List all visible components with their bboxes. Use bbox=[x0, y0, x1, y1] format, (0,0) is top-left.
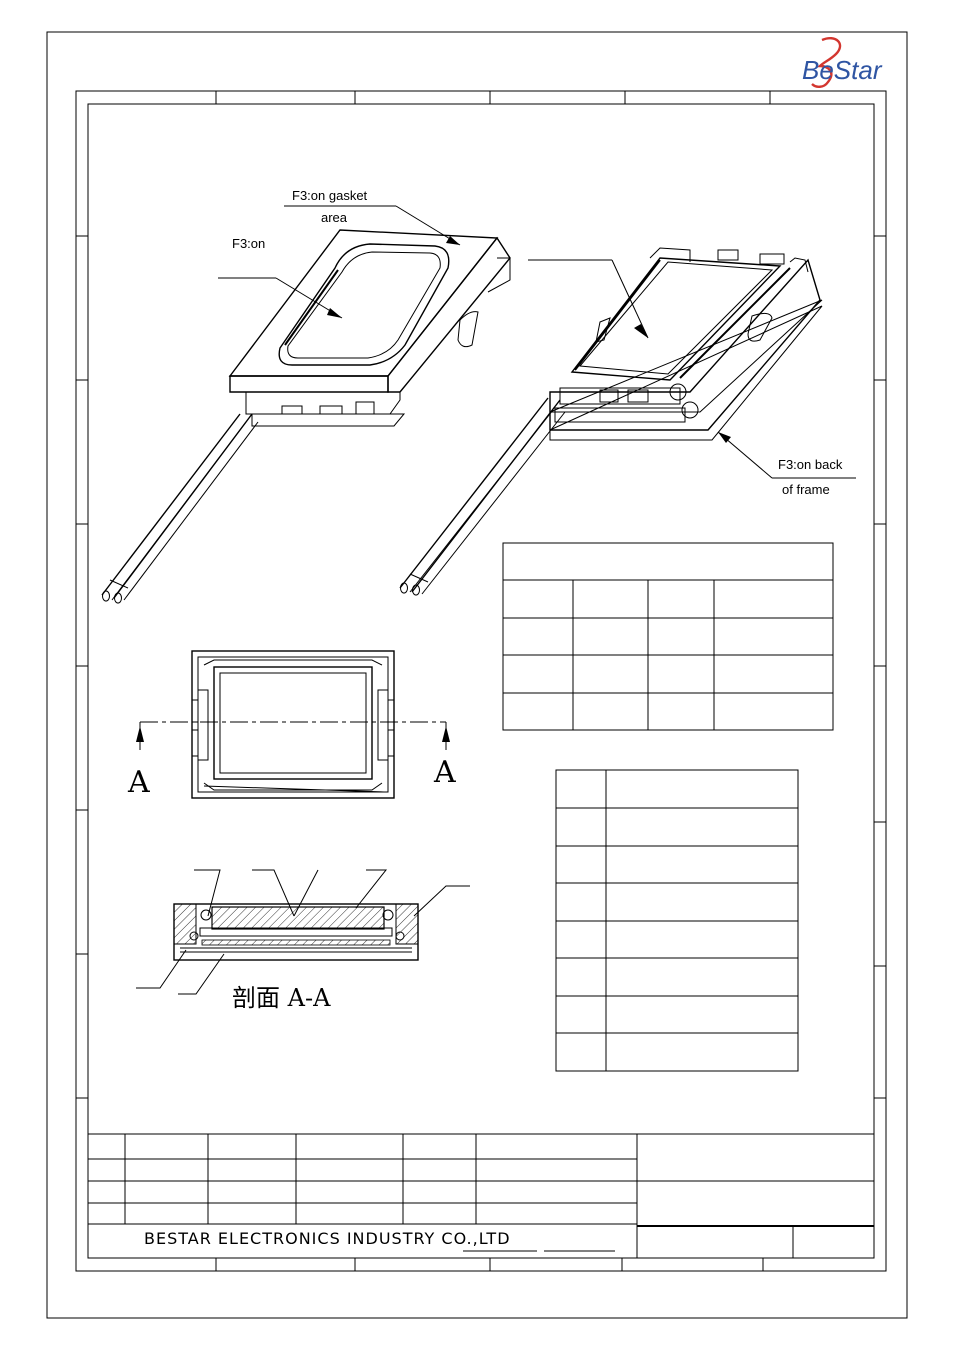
section-marker-right: A bbox=[433, 755, 456, 790]
cross-section-view: 剖面 A-A bbox=[136, 869, 470, 1012]
section-caption: 剖面 A-A bbox=[232, 984, 331, 1012]
spec-table bbox=[502, 542, 834, 731]
callout-gasket-line1: F3:on gasket bbox=[292, 188, 368, 203]
callout-on-label: F3:on bbox=[232, 236, 265, 251]
callout-f3-gasket: F3:on gasket area bbox=[284, 188, 461, 246]
bestar-logo: BeStar bbox=[802, 37, 883, 88]
sheet-border bbox=[46, 31, 908, 1319]
callout-back-line2: of frame bbox=[782, 482, 830, 497]
logo-text: BeStar bbox=[802, 55, 883, 85]
left-isometric-view bbox=[101, 229, 511, 604]
title-block: BESTAR ELECTRONICS INDUSTRY CO.,LTD bbox=[87, 1133, 875, 1259]
callout-gasket-line2: area bbox=[321, 210, 348, 225]
callout-f3-back: F3:on back of frame bbox=[717, 431, 856, 497]
section-marker-left: A bbox=[127, 765, 150, 800]
parts-list-table bbox=[555, 769, 799, 1072]
callout-right-diaphragm bbox=[528, 259, 649, 339]
callout-back-line1: F3:on back bbox=[778, 457, 843, 472]
top-view: A A bbox=[127, 650, 456, 800]
company-name: BESTAR ELECTRONICS INDUSTRY CO.,LTD bbox=[144, 1229, 511, 1248]
callout-f3-on: F3:on bbox=[218, 236, 343, 319]
right-isometric-view bbox=[399, 247, 823, 596]
